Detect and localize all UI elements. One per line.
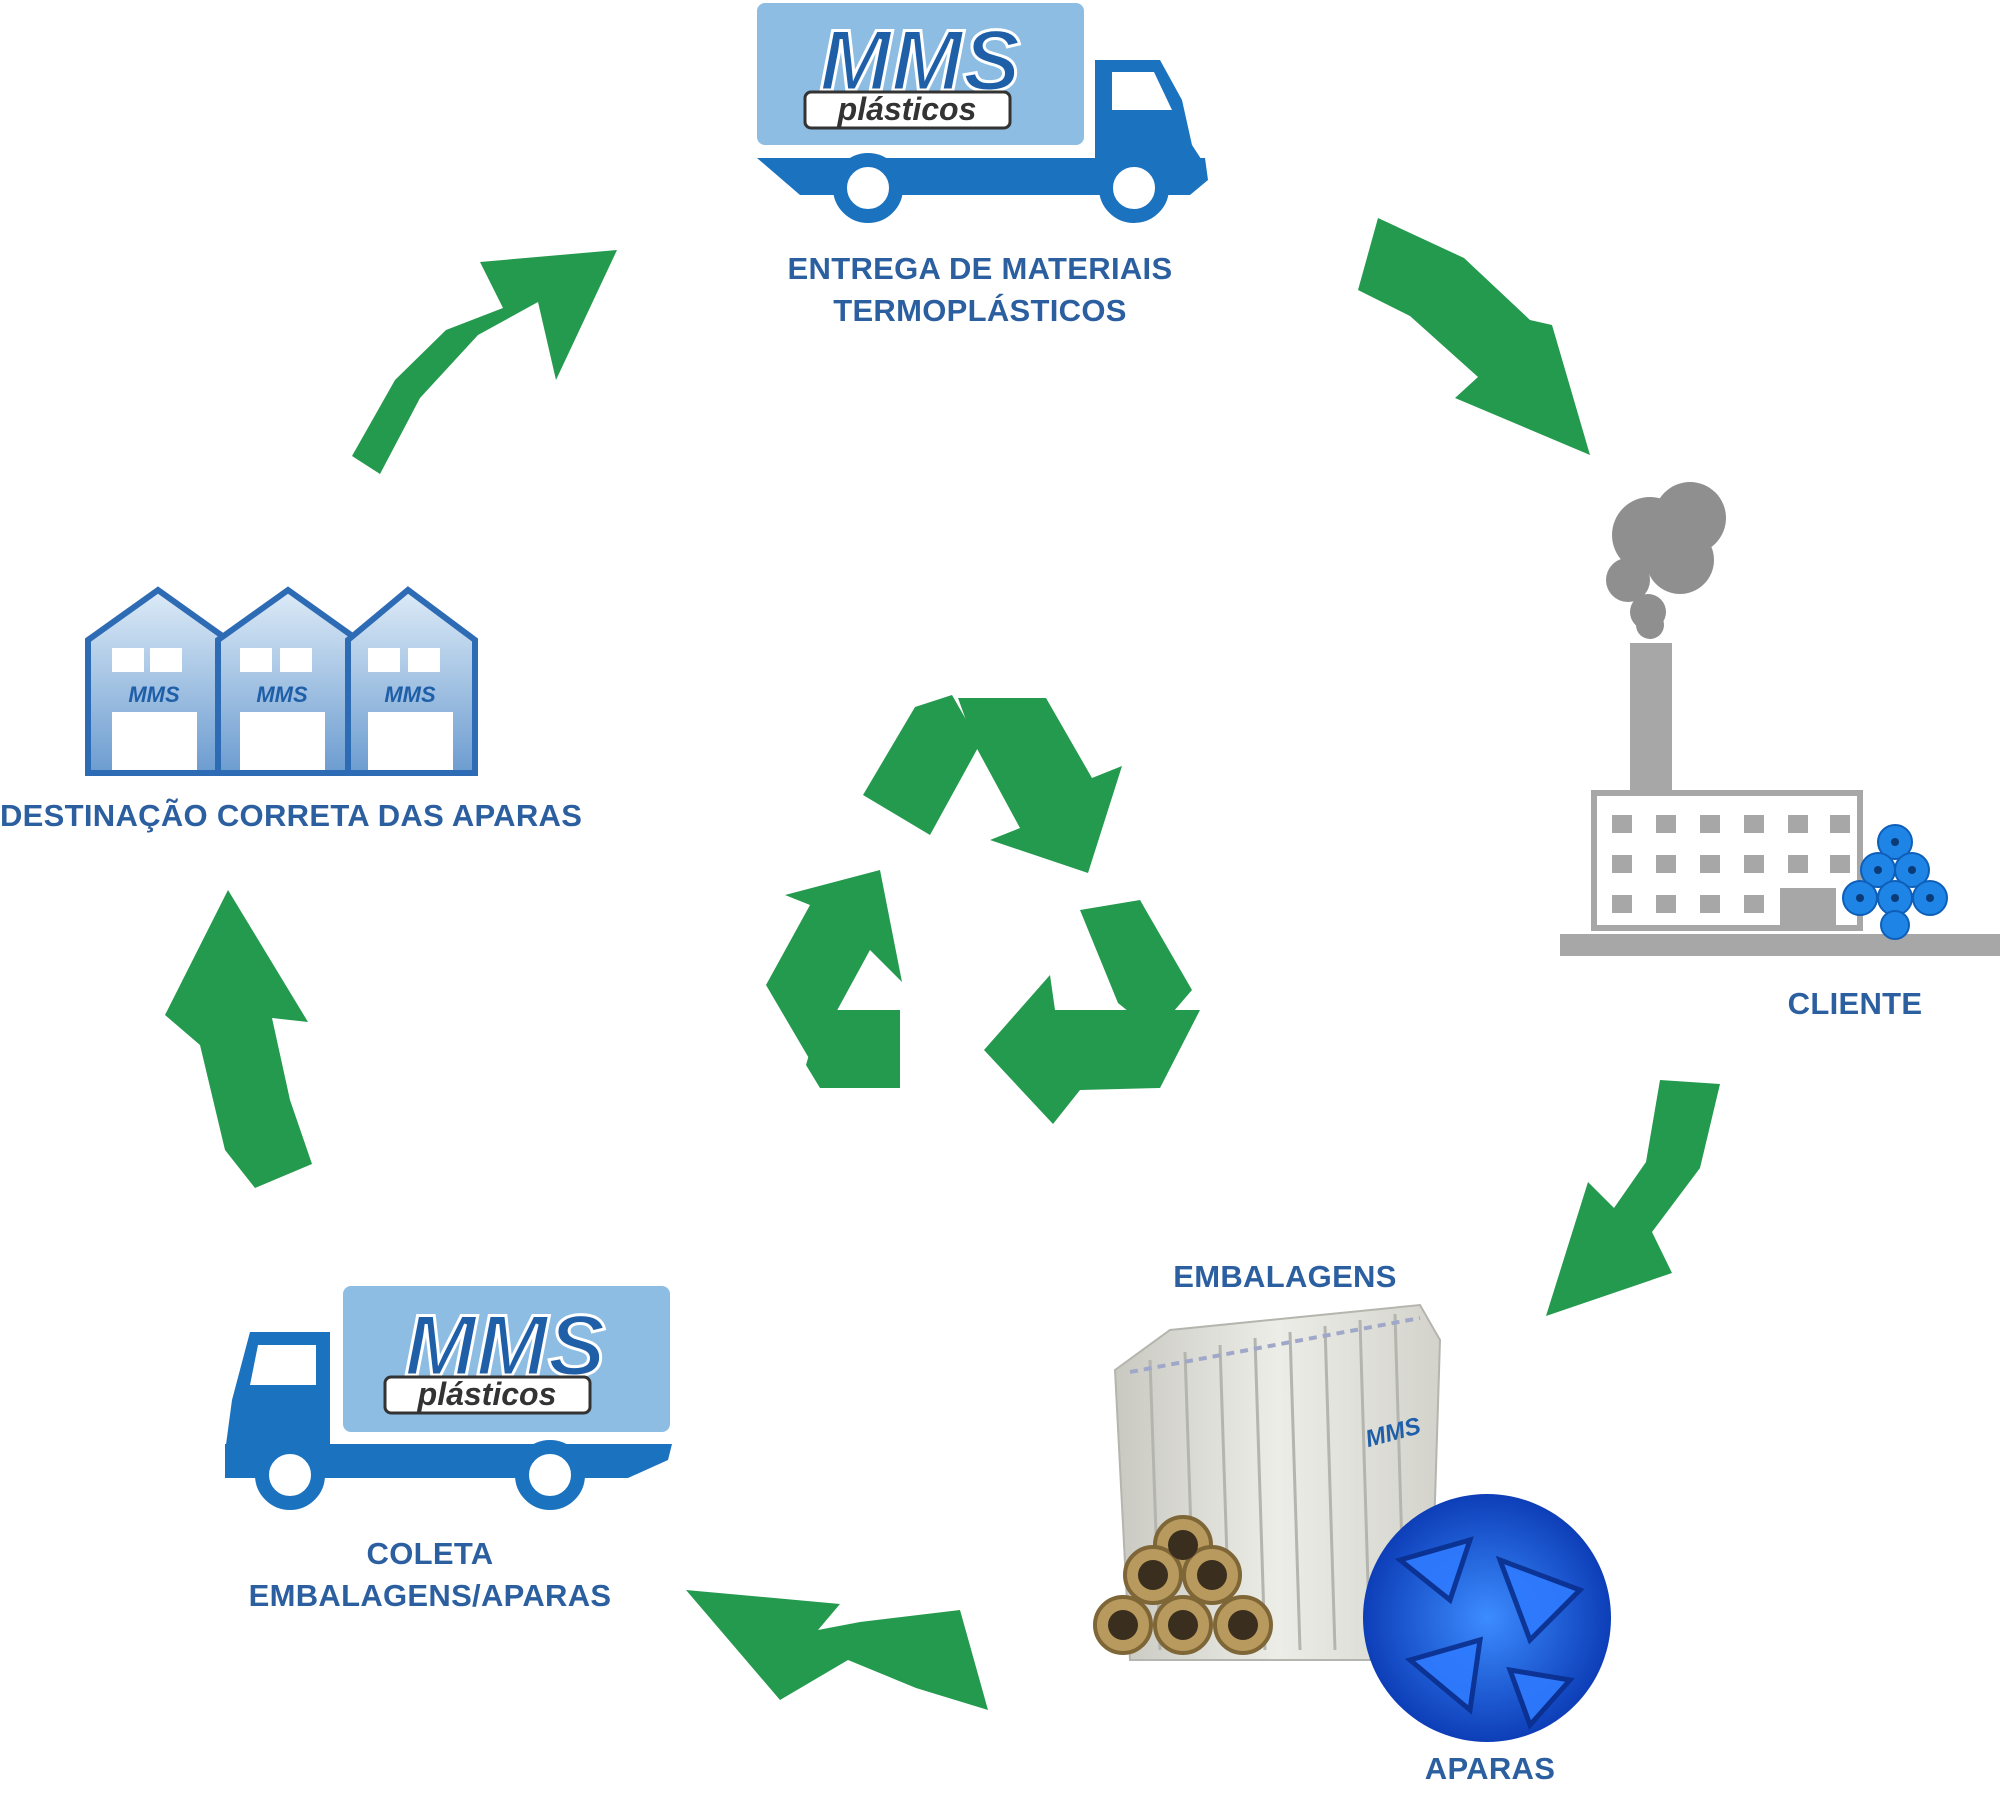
svg-text:plásticos: plásticos: [417, 1376, 557, 1412]
plastic-scraps-icon: [1363, 1494, 1611, 1742]
svg-text:MMS: MMS: [384, 682, 436, 707]
packaging-bags-icon: MMS: [1093, 1303, 1442, 1661]
product-rolls-icon: [1842, 824, 1948, 940]
label-embalagens: EMBALAGENS: [1173, 1259, 1397, 1294]
delivery-truck-icon: MMS plásticos: [757, 3, 1208, 223]
smoke-cloud-icon: [1606, 482, 1726, 639]
mms-logo: MMS plásticos: [803, 12, 1022, 130]
label-cliente: CLIENTE: [1787, 986, 1923, 1021]
label-aparas: APARAS: [1424, 1751, 1556, 1786]
recycle-icon: [766, 695, 1200, 1124]
cycle-arrow-4: [686, 1590, 988, 1710]
factory-icon: [1560, 482, 2000, 956]
svg-text:MMS: MMS: [256, 682, 308, 707]
cycle-arrow-3: [1546, 1080, 1720, 1316]
cycle-arrow-1: [352, 250, 617, 474]
cycle-arrow-5: [165, 890, 312, 1188]
label-coleta: COLETA EMBALAGENS/APARAS: [248, 1536, 612, 1613]
collection-truck-icon: MMS plásticos: [225, 1286, 672, 1510]
label-entrega: ENTREGA DE MATERIAIS TERMOPLÁSTICOS: [787, 251, 1173, 328]
svg-text:MMS: MMS: [128, 682, 180, 707]
mms-logo-sub: plásticos: [837, 91, 977, 127]
label-destinacao: DESTINAÇÃO CORRETA DAS APARAS: [0, 798, 583, 833]
warehouse-icon: MMS MMS MMS: [85, 586, 478, 776]
cycle-arrow-2: [1358, 218, 1590, 455]
tube-stack-icon: [1093, 1515, 1273, 1655]
mms-logo-bottom: MMS plásticos: [383, 1297, 607, 1415]
